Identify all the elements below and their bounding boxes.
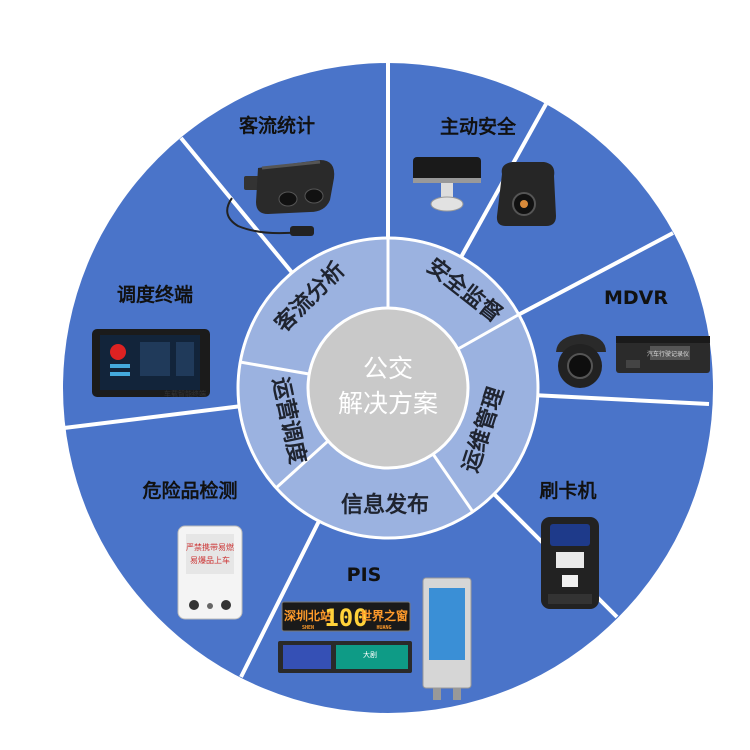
segment-label-mdvr: MDVR	[604, 287, 668, 309]
led-text-left: 深圳北站	[284, 608, 332, 623]
segment-label-pis: PIS	[347, 564, 382, 586]
dispatch-screen-caption: 车载智能终端	[164, 389, 206, 398]
center-title-line2: 解决方案	[338, 389, 438, 418]
mdvr-device-icon: 汽车行驶记录仪	[556, 334, 710, 388]
segment-label-card-reader: 刷卡机	[539, 479, 596, 502]
ring-dividers	[239, 238, 519, 513]
segment-label-hazard-detection: 危险品检测	[142, 479, 237, 502]
mdvr-box-label: 汽车行驶记录仪	[647, 350, 689, 358]
segment-label-active-safety: 主动安全	[440, 115, 517, 138]
lcd-bar-text: 大剧	[363, 650, 377, 659]
center-hub	[306, 306, 470, 470]
pis-device-icon: 深圳北站 100 世界之窗 SHEN HUANG 大剧	[278, 577, 472, 700]
hazard-detector-device-icon: 严禁携带易燃 易爆品上车	[177, 525, 243, 620]
detector-text-line1: 严禁携带易燃	[186, 542, 234, 552]
led-subtext-left: SHEN	[302, 625, 314, 631]
led-text-number: 100	[324, 604, 367, 632]
led-text-right: 世界之窗	[360, 608, 408, 623]
passenger-counter-device-icon	[226, 160, 335, 236]
active-safety-camera-icon	[413, 157, 556, 226]
card-reader-device-icon	[541, 517, 599, 609]
led-subtext-right: HUANG	[376, 625, 391, 631]
detector-text-line2: 易爆品上车	[190, 555, 230, 565]
segment-label-dispatch-terminal: 调度终端	[117, 283, 193, 306]
ring-label-info-release: 信息发布	[341, 492, 429, 518]
segment-label-passenger-count: 客流统计	[239, 114, 315, 137]
center-title-line1: 公交	[363, 354, 413, 383]
dispatch-terminal-device-icon: 车载智能终端	[92, 329, 210, 398]
